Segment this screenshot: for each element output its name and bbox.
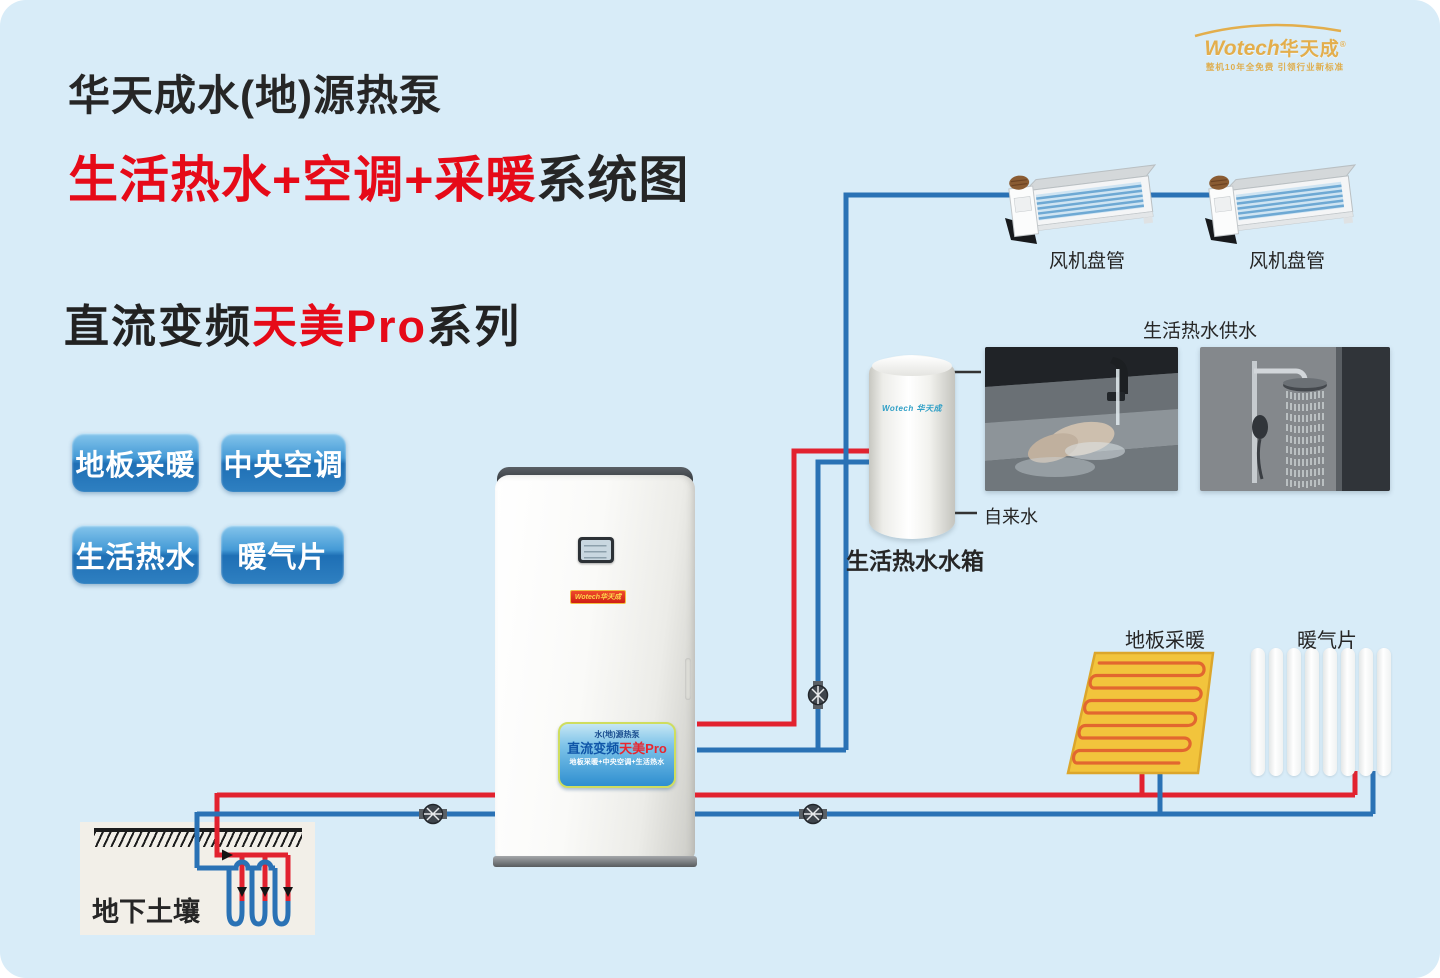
fan-coil-unit-2 xyxy=(1203,160,1371,255)
tap-water-label: 自来水 xyxy=(984,507,1038,527)
radiator-label: 暖气片 xyxy=(1297,630,1357,652)
plate-product-type: 水(地)源热泵 xyxy=(594,730,640,739)
subtitle-black-part: 系统图 xyxy=(536,152,690,208)
handwash-photo-illustration xyxy=(985,347,1178,491)
arrow-down-icon xyxy=(237,887,247,897)
feature-button-label: 地板采暖 xyxy=(75,449,196,482)
unit-side-handle xyxy=(685,658,691,700)
shower-photo-illustration xyxy=(1200,347,1390,491)
feature-button-radiator: 暖气片 xyxy=(221,525,344,584)
arrow-down-icon xyxy=(260,887,270,897)
series-title: 直流变频天美Pro系列 xyxy=(64,290,521,355)
radiator-bar xyxy=(1251,648,1265,776)
unit-brand-badge: Wotech华天成 xyxy=(570,590,626,604)
logo-slogan: 整机10年全免费 引领行业新标准 xyxy=(1205,62,1345,72)
brand-logo: Wotech华天成® 整机10年全免费 引领行业新标准 xyxy=(1185,22,1365,82)
radiator-bar xyxy=(1323,648,1337,776)
feature-button-hot-water: 生活热水 xyxy=(72,525,199,584)
valve-icon xyxy=(419,803,447,825)
unit-base xyxy=(493,856,697,867)
logo-wordmark: Wotech华天成® xyxy=(1204,37,1346,60)
radiator-bar xyxy=(1305,648,1319,776)
series-name: 天美Pro xyxy=(252,301,428,352)
cold-water-pipes xyxy=(194,192,1376,927)
borehole-u-tube xyxy=(272,868,291,927)
valves xyxy=(419,681,829,825)
series-suffix: 系列 xyxy=(427,301,522,352)
floor-heating-illustration xyxy=(1066,651,1215,775)
floor-heating-panel xyxy=(1066,651,1216,775)
title-line1: 华天成水(地)源热泵 xyxy=(68,72,442,119)
valve-icon xyxy=(799,803,827,825)
handwash-photo xyxy=(985,347,1178,491)
hot-water-tank: Wotech 华天成 xyxy=(869,355,955,539)
valve-icon xyxy=(807,681,829,709)
page-subtitle: 生活热水+空调+采暖系统图 xyxy=(68,140,689,212)
flow-arrows xyxy=(222,849,293,897)
radiator-bar xyxy=(1377,648,1391,776)
series-prefix: 直流变频 xyxy=(64,301,253,352)
feature-button-label: 生活热水 xyxy=(75,541,196,574)
floor-heating-coil xyxy=(1072,661,1206,765)
arrow-down-icon xyxy=(283,887,293,897)
arrow-right-icon xyxy=(222,849,233,861)
fan-coil-unit-1 xyxy=(1003,160,1171,255)
radiator xyxy=(1251,648,1397,776)
borehole-u-tube xyxy=(249,868,268,927)
hot-ground-supply-pipe xyxy=(214,793,288,858)
fan-coil-illustration xyxy=(1005,164,1157,244)
radiator-bar xyxy=(1359,648,1373,776)
feature-button-label: 暖气片 xyxy=(237,541,328,574)
tank-label: 生活热水水箱 xyxy=(846,548,984,574)
fan-coil-label-1: 风机盘管 xyxy=(1048,251,1125,272)
floor-heating-label: 地板采暖 xyxy=(1125,630,1205,652)
hot-water-supply-label: 生活热水供水 xyxy=(1142,321,1257,342)
feature-button-label: 中央空调 xyxy=(223,449,344,482)
hot-tank-pipe xyxy=(697,448,873,727)
cold-tank-pipe xyxy=(815,459,873,750)
tank-brand-logo: Wotech 华天成 xyxy=(882,404,942,413)
cold-fancoil-pipe xyxy=(843,192,1320,750)
radiator-bar xyxy=(1341,648,1355,776)
fan-coil-label-2: 风机盘管 xyxy=(1248,251,1325,272)
logo-swoosh-icon xyxy=(1194,23,1342,38)
borehole-u-tube xyxy=(226,868,245,927)
heat-pump-unit: Wotech华天成 水(地)源热泵 直流变频天美Pro 地板采暖+中央空调+生活… xyxy=(489,462,701,876)
underground-soil-label: 地下土壤 xyxy=(92,897,200,927)
subtitle-red-part: 生活热水+空调+采暖 xyxy=(68,152,537,208)
feature-button-central-ac: 中央空调 xyxy=(221,433,346,492)
plate-series-name: 直流变频天美Pro xyxy=(567,741,667,756)
shower-photo xyxy=(1200,347,1390,491)
unit-series-plate: 水(地)源热泵 直流变频天美Pro 地板采暖+中央空调+生活热水 xyxy=(558,722,676,788)
radiator-bar xyxy=(1269,648,1283,776)
unit-controller-display xyxy=(578,537,614,563)
feature-button-floor-heating: 地板采暖 xyxy=(72,433,199,492)
radiator-bar xyxy=(1287,648,1301,776)
page-title: 华天成水(地)源热泵 xyxy=(68,62,442,123)
unit-body xyxy=(495,475,695,861)
fan-coil-illustration xyxy=(1205,164,1357,244)
plate-functions: 地板采暖+中央空调+生活热水 xyxy=(569,759,665,766)
unit-display-screen xyxy=(581,540,611,560)
